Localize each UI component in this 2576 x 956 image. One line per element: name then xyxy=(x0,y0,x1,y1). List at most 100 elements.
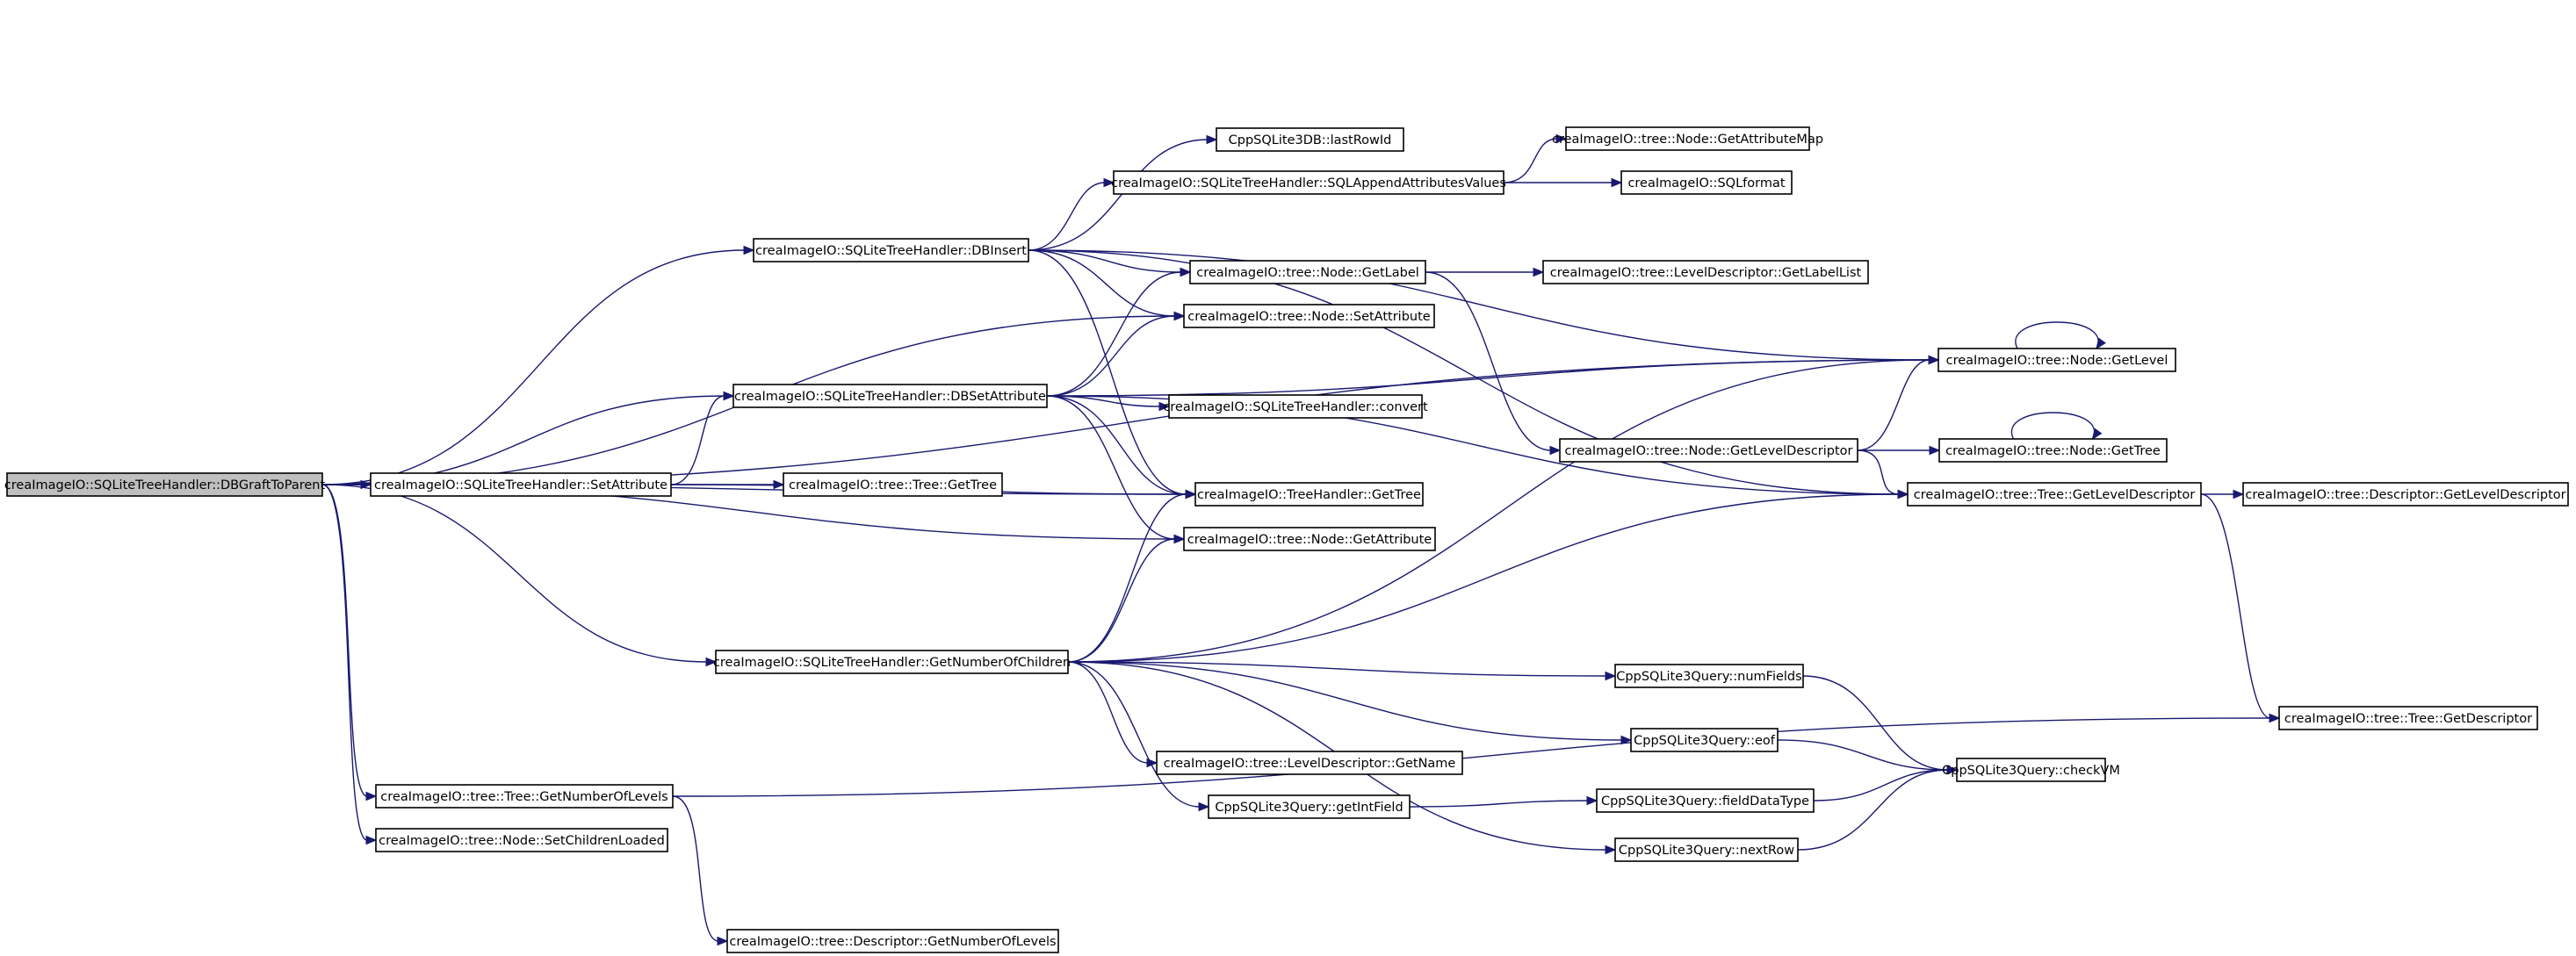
node-cppsqlite3query-eof[interactable]: CppSQLite3Query::eof xyxy=(1630,728,1779,752)
node-cppsqlite3query-checkvm[interactable]: CppSQLite3Query::checkVM xyxy=(1942,758,2120,782)
node-creaimageio-tree-tree-getdescriptor[interactable]: creaImageIO::tree::Tree::GetDescriptor xyxy=(2278,706,2538,730)
edge-n9-to-n9 xyxy=(2015,321,2106,350)
node-creaimageio-tree-node-getattributemap[interactable]: creaImageIO::tree::Node::GetAttributeMap xyxy=(1552,126,1823,151)
node-creaimageio-tree-descriptor-getnumberoflevels[interactable]: creaImageIO::tree::Descriptor::GetNumber… xyxy=(726,929,1059,953)
edge-n20-to-n16 xyxy=(1067,489,1197,663)
node-creaimageio-tree-descriptor-getleveldescriptor[interactable]: creaImageIO::tree::Descriptor::GetLevelD… xyxy=(2242,482,2569,507)
call-nodes: creaImageIO::SQLiteTreeHandler::DBGraftT… xyxy=(4,126,2569,953)
node-box xyxy=(375,784,674,809)
node-label: creaImageIO::tree::Node::GetLevel xyxy=(1946,354,2168,368)
node-box xyxy=(375,828,668,852)
node-label: creaImageIO::tree::Tree::GetLevelDescrip… xyxy=(1914,488,2195,502)
node-creaimageio-tree-node-getleveldescriptor[interactable]: creaImageIO::tree::Node::GetLevelDescrip… xyxy=(1559,438,1858,463)
node-creaimageio-sqlitetreehandler-setattribute[interactable]: creaImageIO::SQLiteTreeHandler::SetAttri… xyxy=(370,472,672,497)
node-box xyxy=(1113,170,1504,195)
node-label: creaImageIO::SQLiteTreeHandler::DBSetAtt… xyxy=(734,390,1046,404)
node-box xyxy=(753,238,1029,262)
edge-n6-to-n12 xyxy=(1425,271,1562,456)
node-creaimageio-sqlitetreehandler-dbinsert[interactable]: creaImageIO::SQLiteTreeHandler::DBInsert xyxy=(753,238,1029,262)
edge-n0-to-n29 xyxy=(321,484,378,845)
node-box xyxy=(1216,127,1404,152)
node-creaimageio-sqlformat[interactable]: creaImageIO::SQLformat xyxy=(1620,170,1793,195)
edge-n30-to-n24 xyxy=(1797,765,1959,851)
node-label: creaImageIO::tree::LevelDescriptor::GetN… xyxy=(1164,757,1456,771)
node-creaimageio-treehandler-gettree[interactable]: creaImageIO::TreeHandler::GetTree xyxy=(1194,482,1424,507)
node-creaimageio-sqlitetreehandler-convert[interactable]: creaImageIO::SQLiteTreeHandler::convert xyxy=(1163,394,1428,419)
node-box xyxy=(1596,788,1815,813)
node-creaimageio-tree-tree-getleveldescriptor[interactable]: creaImageIO::tree::Tree::GetLevelDescrip… xyxy=(1907,482,2202,507)
node-box xyxy=(6,472,323,497)
edge-n20-to-n25 xyxy=(1067,661,1158,768)
node-label: creaImageIO::tree::Node::GetTree xyxy=(1945,444,2161,458)
edge-n20-to-n21 xyxy=(1067,661,1617,681)
node-label: creaImageIO::tree::Node::GetAttribute xyxy=(1187,533,1432,547)
node-creaimageio-tree-node-getlabel[interactable]: creaImageIO::tree::Node::GetLabel xyxy=(1189,260,1426,284)
edge-n1-to-n3 xyxy=(1028,177,1115,251)
node-creaimageio-tree-node-getattribute[interactable]: creaImageIO::tree::Node::GetAttribute xyxy=(1183,527,1436,551)
node-cppsqlite3query-numfields[interactable]: CppSQLite3Query::numFields xyxy=(1614,664,1804,688)
edge-n12-to-n9 xyxy=(1857,355,1940,451)
edge-n13-to-n13 xyxy=(2010,412,2103,441)
edge-n26-to-n31 xyxy=(672,795,729,946)
node-label: creaImageIO::SQLiteTreeHandler::SetAttri… xyxy=(374,478,667,492)
node-box xyxy=(1542,260,1869,284)
edge-n20-to-n23 xyxy=(1067,661,1633,745)
node-label: creaImageIO::tree::Node::SetChildrenLoad… xyxy=(379,834,665,848)
node-label: creaImageIO::tree::Node::GetLabel xyxy=(1196,266,1419,280)
node-creaimageio-sqlitetreehandler-sqlappendattributesvalues[interactable]: creaImageIO::SQLiteTreeHandler::SQLAppen… xyxy=(1111,170,1506,195)
edge-n27-to-n28 xyxy=(1409,795,1598,808)
node-creaimageio-sqlitetreehandler-dbsetattribute[interactable]: creaImageIO::SQLiteTreeHandler::DBSetAtt… xyxy=(732,384,1048,408)
node-cppsqlite3query-nextrow[interactable]: CppSQLite3Query::nextRow xyxy=(1614,837,1799,862)
node-label: CppSQLite3Query::getIntField xyxy=(1215,801,1403,815)
edge-n20-to-n27 xyxy=(1067,661,1210,812)
node-label: creaImageIO::SQLiteTreeHandler::GetNumbe… xyxy=(713,656,1071,670)
node-creaimageio-tree-tree-gettree[interactable]: creaImageIO::tree::Tree::GetTree xyxy=(783,472,1003,497)
node-label: creaImageIO::SQLiteTreeHandler::DBInsert xyxy=(755,244,1027,258)
node-cppsqlite3db-lastrowid[interactable]: CppSQLite3DB::lastRowId xyxy=(1216,127,1404,152)
node-label: creaImageIO::SQLiteTreeHandler::convert xyxy=(1163,400,1428,414)
node-label: creaImageIO::tree::Descriptor::GetLevelD… xyxy=(2245,488,2565,502)
edge-n10-to-n8 xyxy=(1046,311,1186,397)
edge-n14-to-n10 xyxy=(670,391,735,485)
edge-n3-to-n4 xyxy=(1503,133,1568,183)
node-creaimageio-tree-node-setchildrenloaded[interactable]: creaImageIO::tree::Node::SetChildrenLoad… xyxy=(375,828,668,852)
node-creaimageio-sqlitetreehandler-getnumberofchildren[interactable]: creaImageIO::SQLiteTreeHandler::GetNumbe… xyxy=(713,650,1071,674)
edge-n0-to-n10 xyxy=(321,391,735,485)
node-label: creaImageIO::tree::Tree::GetTree xyxy=(789,478,997,492)
node-box xyxy=(1937,348,2176,372)
node-box xyxy=(1907,482,2202,507)
edge-n0-to-n9 xyxy=(321,355,1940,485)
node-creaimageio-tree-node-gettree[interactable]: creaImageIO::tree::Node::GetTree xyxy=(1938,438,2168,463)
node-box xyxy=(1956,758,2106,782)
node-box xyxy=(1559,438,1858,463)
node-box xyxy=(1168,394,1423,419)
edge-n1-to-n2 xyxy=(1028,134,1218,251)
edge-n6-to-n7 xyxy=(1425,267,1545,277)
node-label: CppSQLite3Query::numFields xyxy=(1616,670,1801,684)
node-box xyxy=(1630,728,1779,752)
node-box xyxy=(1938,438,2168,463)
node-label: creaImageIO::tree::Tree::GetDescriptor xyxy=(2284,712,2532,726)
node-label: CppSQLite3Query::eof xyxy=(1634,734,1776,748)
edge-n12-to-n13 xyxy=(1858,445,1941,456)
node-creaimageio-tree-node-setattribute[interactable]: creaImageIO::tree::Node::SetAttribute xyxy=(1183,304,1435,328)
edge-n3-to-n5 xyxy=(1504,177,1623,188)
node-label: creaImageIO::SQLiteTreeHandler::DBGraftT… xyxy=(4,478,326,492)
node-creaimageio-tree-tree-getnumberoflevels[interactable]: creaImageIO::tree::Tree::GetNumberOfLeve… xyxy=(375,784,674,809)
node-box xyxy=(1183,527,1436,551)
node-creaimageio-tree-node-getlevel[interactable]: creaImageIO::tree::Node::GetLevel xyxy=(1937,348,2176,372)
node-cppsqlite3query-getintfield[interactable]: CppSQLite3Query::getIntField xyxy=(1208,794,1411,819)
node-creaimageio-tree-leveldescriptor-getlabellist[interactable]: creaImageIO::tree::LevelDescriptor::GetL… xyxy=(1542,260,1869,284)
node-box xyxy=(2242,482,2569,507)
node-label: creaImageIO::TreeHandler::GetTree xyxy=(1197,488,1421,502)
edge-n20-to-n9 xyxy=(1067,355,1940,663)
edge-n23-to-n24 xyxy=(1777,739,1959,775)
node-box xyxy=(1194,482,1424,507)
node-label: CppSQLite3Query::checkVM xyxy=(1942,764,2120,778)
node-creaimageio-tree-leveldescriptor-getname[interactable]: creaImageIO::tree::LevelDescriptor::GetN… xyxy=(1156,751,1463,775)
edge-n0-to-n1 xyxy=(321,245,755,485)
node-box xyxy=(726,929,1059,953)
node-cppsqlite3query-fielddatatype[interactable]: CppSQLite3Query::fieldDataType xyxy=(1596,788,1815,813)
node-creaimageio-sqlitetreehandler-dbgrafttoparent[interactable]: creaImageIO::SQLiteTreeHandler::DBGraftT… xyxy=(4,472,326,497)
